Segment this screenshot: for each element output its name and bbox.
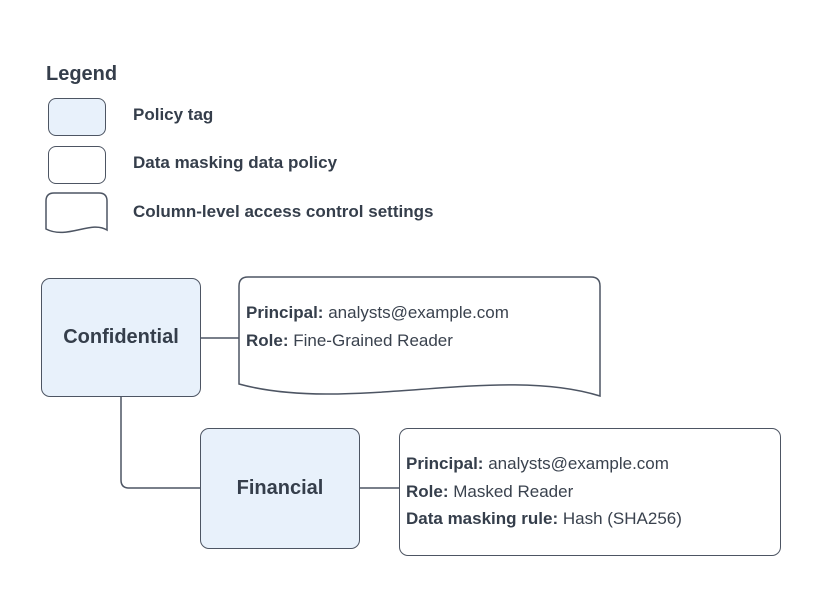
node-confidential: Confidential <box>41 278 201 397</box>
masking-policy-text: Principal: analysts@example.com Role: Ma… <box>406 450 682 533</box>
masking-role-line: Role: Masked Reader <box>406 481 574 501</box>
node-financial-label: Financial <box>236 477 324 499</box>
legend-column-access-settings-swatch <box>45 192 108 234</box>
node-financial: Financial <box>200 428 360 549</box>
acl-settings-text: Principal: analysts@example.com Role: Fi… <box>246 299 509 354</box>
legend-data-masking-policy-label: Data masking data policy <box>133 153 338 172</box>
node-confidential-label: Confidential <box>63 326 179 348</box>
masking-rule-line: Data masking rule: Hash (SHA256) <box>406 509 682 528</box>
masking-policy-shape <box>399 428 781 556</box>
legend-title: Legend <box>46 63 118 85</box>
acl-principal-line: Principal: analysts@example.com <box>246 303 509 322</box>
legend-data-masking-policy-swatch <box>48 146 106 184</box>
acl-role-line: Role: Fine-Grained Reader <box>246 330 453 350</box>
legend-column-access-settings-label: Column-level access control settings <box>133 202 434 221</box>
legend-policy-tag-swatch <box>48 98 106 136</box>
edge-confidential-financial <box>120 397 200 489</box>
legend-policy-tag-label: Policy tag <box>133 105 214 124</box>
masking-principal-line: Principal: analysts@example.com <box>406 454 669 473</box>
acl-settings-shape <box>238 276 601 398</box>
